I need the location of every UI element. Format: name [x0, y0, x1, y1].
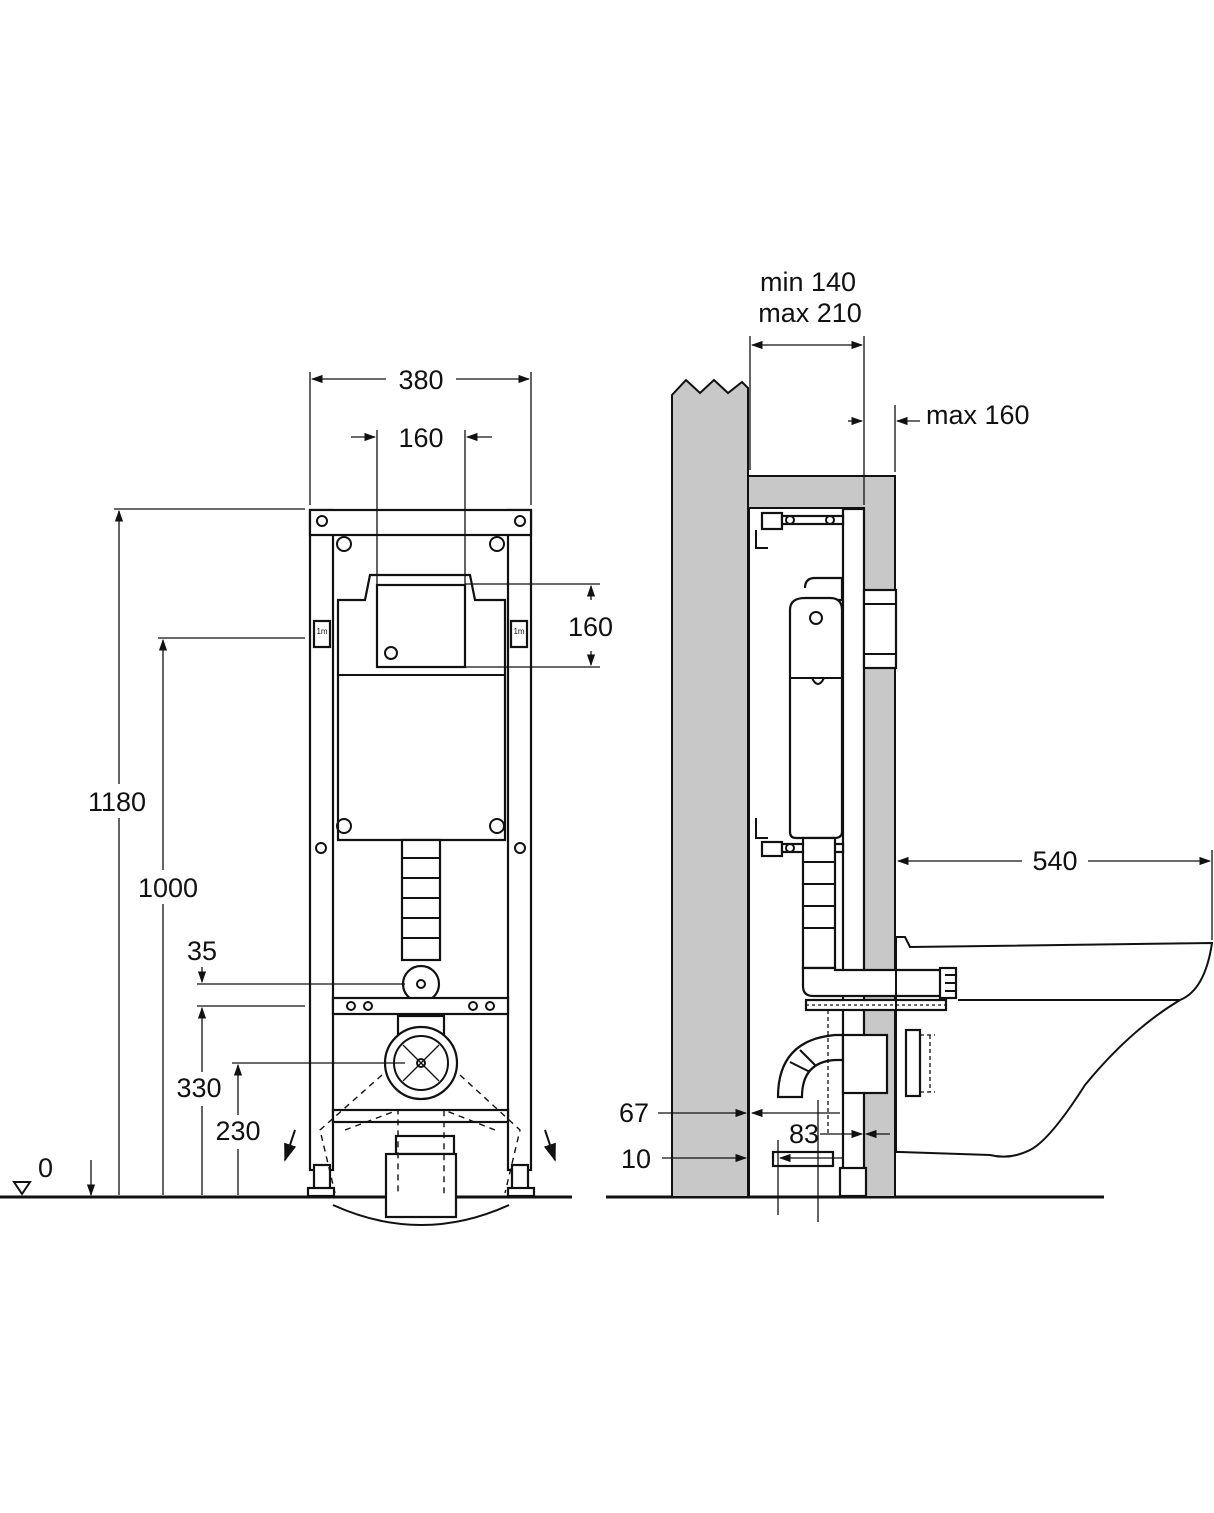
frame-posts	[306, 508, 536, 1198]
svg-text:1m: 1m	[316, 627, 327, 636]
frame-post-side	[755, 507, 868, 1198]
dim-tile-depth: max 160	[848, 400, 1030, 472]
label-160-width: 160	[398, 423, 443, 453]
side-view: min 140 max 210 max 160 540 67	[606, 267, 1214, 1222]
lower-rail	[331, 996, 510, 1124]
cistern-side	[788, 576, 844, 840]
label-230: 230	[215, 1116, 260, 1146]
wc-bowl	[895, 936, 1214, 1158]
dim-flush-offset: 35	[187, 936, 217, 984]
dim-bowl-projection: 540	[896, 846, 1213, 940]
label-35: 35	[187, 936, 217, 966]
outlet-bend-front	[284, 1014, 556, 1226]
dim-pipe-offset: 83	[789, 1119, 890, 1149]
label-max-160: max 160	[926, 400, 1030, 430]
dim-floor-offset: 10	[621, 1144, 842, 1174]
outlet-elbow-side	[771, 1010, 935, 1222]
existing-wall	[671, 378, 749, 1198]
dim-inner-width: 160	[351, 423, 492, 453]
level-badge-left: 1m	[312, 619, 332, 649]
dim-wall-depth: min 140 max 210	[749, 267, 865, 505]
label-1180: 1180	[88, 787, 146, 817]
svg-text:1m: 1m	[513, 627, 524, 636]
front-view: 1m 1m	[0, 365, 613, 1226]
label-min-140: min 140	[760, 267, 856, 297]
label-10: 10	[621, 1144, 651, 1174]
dim-actuator-height: 1000	[128, 638, 202, 1195]
dim-wall-offset: 67	[619, 1098, 840, 1128]
label-1000: 1000	[138, 873, 198, 903]
label-83: 83	[789, 1119, 819, 1149]
flush-pipe-side	[801, 836, 958, 1000]
cistern-front	[315, 573, 526, 854]
actuator-plate	[862, 588, 898, 670]
label-0: 0	[38, 1153, 53, 1183]
dim-total-height: 1180	[80, 509, 152, 1195]
label-330: 330	[176, 1073, 221, 1103]
level-badge-right: 1m	[509, 619, 529, 649]
dim-panel-height: 160	[568, 584, 613, 667]
dim-rail-height: 330	[170, 1006, 230, 1195]
flush-pipe-front	[400, 838, 442, 1004]
label-540: 540	[1032, 846, 1077, 876]
label-67: 67	[619, 1098, 649, 1128]
label-160-height: 160	[568, 612, 613, 642]
label-380: 380	[398, 365, 443, 395]
floor-datum: 0	[12, 1153, 96, 1197]
label-max-210: max 210	[758, 298, 862, 328]
dim-frame-width: 380	[310, 365, 531, 395]
dim-outlet-height: 230	[208, 1063, 270, 1195]
